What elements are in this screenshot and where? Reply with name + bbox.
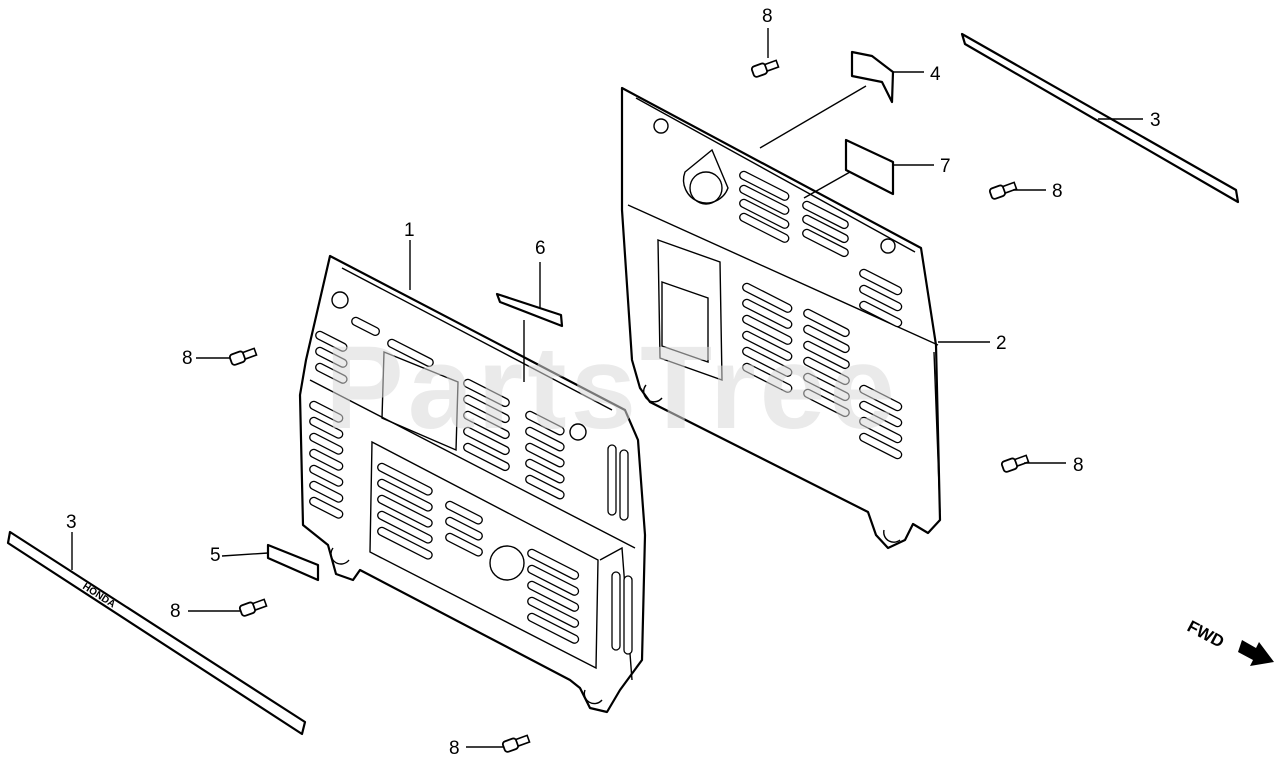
callout-5: 5 <box>210 545 221 566</box>
forward-direction-indicator: FWD <box>1184 617 1274 666</box>
callout-7: 7 <box>940 156 951 177</box>
stripe-lettering: HONDA <box>80 581 117 610</box>
callout-8-top: 8 <box>762 6 773 27</box>
bolt-left-upper <box>228 347 258 366</box>
callout-3-right: 3 <box>1150 110 1161 131</box>
rear-cover-panel <box>620 86 942 550</box>
front-cover-panel <box>298 254 647 714</box>
leader-lines <box>71 28 1143 748</box>
label-7 <box>844 138 895 196</box>
callout-1: 1 <box>404 220 415 241</box>
fwd-label: FWD <box>1184 617 1227 652</box>
fwd-arrow-icon <box>1238 640 1274 666</box>
callout-8-bottom: 8 <box>449 738 460 759</box>
label-4 <box>850 50 895 104</box>
callout-8-left-upper: 8 <box>182 348 193 369</box>
bolt-top <box>750 59 780 78</box>
watermark: PartsTree <box>325 322 899 454</box>
front-panel-vent-slots <box>309 316 633 655</box>
bolt-right-lower <box>1000 454 1030 473</box>
callout-2: 2 <box>996 333 1007 354</box>
callout-6: 6 <box>535 238 546 259</box>
stripe-right <box>960 32 1240 204</box>
rear-panel-vent-slots <box>739 170 903 460</box>
callout-8-right-lower: 8 <box>1073 455 1084 476</box>
bolt-bottom <box>501 734 531 753</box>
callout-3-left: 3 <box>66 512 77 533</box>
callout-8-left-lower: 8 <box>170 601 181 622</box>
bolt-left-lower <box>238 598 268 617</box>
label-5 <box>266 543 320 582</box>
bolt-right-upper <box>988 181 1018 200</box>
callout-4: 4 <box>930 64 941 85</box>
stripe-left: HONDA <box>6 530 307 736</box>
callout-8-right-upper: 8 <box>1052 181 1063 202</box>
